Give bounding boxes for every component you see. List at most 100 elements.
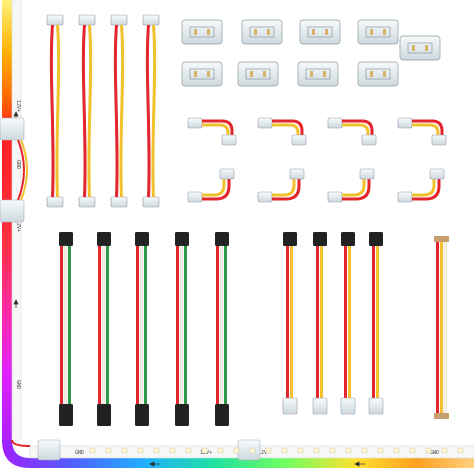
gold-contact [263, 71, 266, 77]
wire-white [101, 245, 106, 405]
led-chip [217, 447, 224, 454]
sm-plug-black [369, 232, 383, 246]
loose-wire-pair [434, 236, 449, 419]
wire-yellow [320, 246, 323, 400]
wire-red [436, 240, 439, 415]
wire-red [412, 119, 444, 136]
wire-yellow [151, 24, 157, 198]
gold-contact [312, 29, 315, 35]
gold-contact [370, 71, 373, 77]
horizontal-strip-label: GND [430, 450, 439, 456]
led-chip [169, 447, 176, 454]
wire-yellow [342, 123, 370, 136]
wire-red [176, 246, 179, 404]
clear-snap-connector [357, 61, 399, 87]
clip-connector [312, 397, 328, 415]
led-chip [313, 447, 320, 454]
straight-jumper-group [46, 14, 160, 208]
clip-connector [142, 196, 160, 208]
sm-plug-black [175, 404, 189, 426]
wire-yellow [202, 179, 226, 197]
clip-connector [46, 196, 64, 208]
connector-window [189, 68, 215, 80]
clear-snap-connector [237, 61, 279, 87]
clip-connector [289, 168, 305, 180]
sm-plug-black [59, 232, 73, 246]
wire-green [106, 246, 109, 404]
clip-connector [46, 14, 64, 26]
wire-yellow [412, 179, 436, 197]
wire-white [219, 245, 224, 405]
clear-snap-connector [181, 19, 223, 45]
strip-clip-connector [0, 117, 25, 141]
clear-connector-group [181, 19, 441, 87]
wire-red [113, 24, 119, 198]
sm-plug-black [135, 232, 149, 246]
wire-red [60, 246, 63, 404]
corner-wire [11, 439, 31, 447]
sm-plug-black [215, 404, 229, 426]
wire-red [342, 179, 371, 201]
wire-yellow [87, 24, 93, 198]
led-chip [185, 447, 192, 454]
led-chip [297, 447, 304, 454]
sm-plug-black [313, 232, 327, 246]
wire-white [179, 245, 184, 405]
led-chip [137, 447, 144, 454]
wire-red [98, 246, 101, 404]
led-chip [249, 447, 256, 454]
led-chip [409, 447, 416, 454]
jumper-wire-yellow [20, 139, 28, 201]
clip-connector [221, 134, 237, 146]
clip-connector [257, 117, 273, 129]
connector-window [305, 68, 331, 80]
clip-connector [142, 14, 160, 26]
gold-contact [425, 45, 428, 51]
clip-connector [368, 397, 384, 415]
clear-snap-connector [357, 19, 399, 45]
gold-contact [325, 29, 328, 35]
led-chip [441, 447, 448, 454]
vertical-strip-label: 12V+ [15, 100, 21, 112]
wire-red [202, 179, 231, 201]
clip-connector [359, 168, 375, 180]
wire-white [443, 239, 448, 416]
led-chip [393, 447, 400, 454]
wire-red [372, 246, 375, 400]
wire-white [139, 245, 144, 405]
clip-connector [429, 168, 445, 180]
strip-clip-connector [237, 439, 261, 461]
clip-connector [431, 134, 447, 146]
wire-white [63, 245, 68, 405]
connector-window [245, 68, 271, 80]
clear-snap-connector [299, 19, 341, 45]
wire-red [412, 179, 441, 201]
wire-red [286, 246, 289, 400]
led-chip [457, 447, 464, 454]
corner-jumper-group [187, 117, 447, 203]
vertical-strip-label: GND [15, 160, 21, 169]
sm-plug-black [97, 404, 111, 426]
wire-yellow [55, 24, 61, 198]
wire-yellow [376, 246, 379, 400]
wire-tip [434, 413, 449, 419]
wire-red [145, 24, 151, 198]
jumper-wire-red [17, 139, 25, 201]
sm-plug-black [341, 232, 355, 246]
clip-connector [327, 117, 343, 129]
wire-green [144, 246, 147, 404]
wire-red [49, 24, 55, 198]
wire-red [342, 119, 374, 136]
wire-green [224, 246, 227, 404]
clip-connector [187, 117, 203, 129]
led-chip [377, 447, 384, 454]
led-chip [265, 447, 272, 454]
horizontal-strip-label: 12V+ [258, 450, 270, 456]
wire-red [216, 246, 219, 404]
clip-connector [291, 134, 307, 146]
wire-red [316, 246, 319, 400]
sm-plug-black [59, 404, 73, 426]
sm-plug-black [97, 232, 111, 246]
